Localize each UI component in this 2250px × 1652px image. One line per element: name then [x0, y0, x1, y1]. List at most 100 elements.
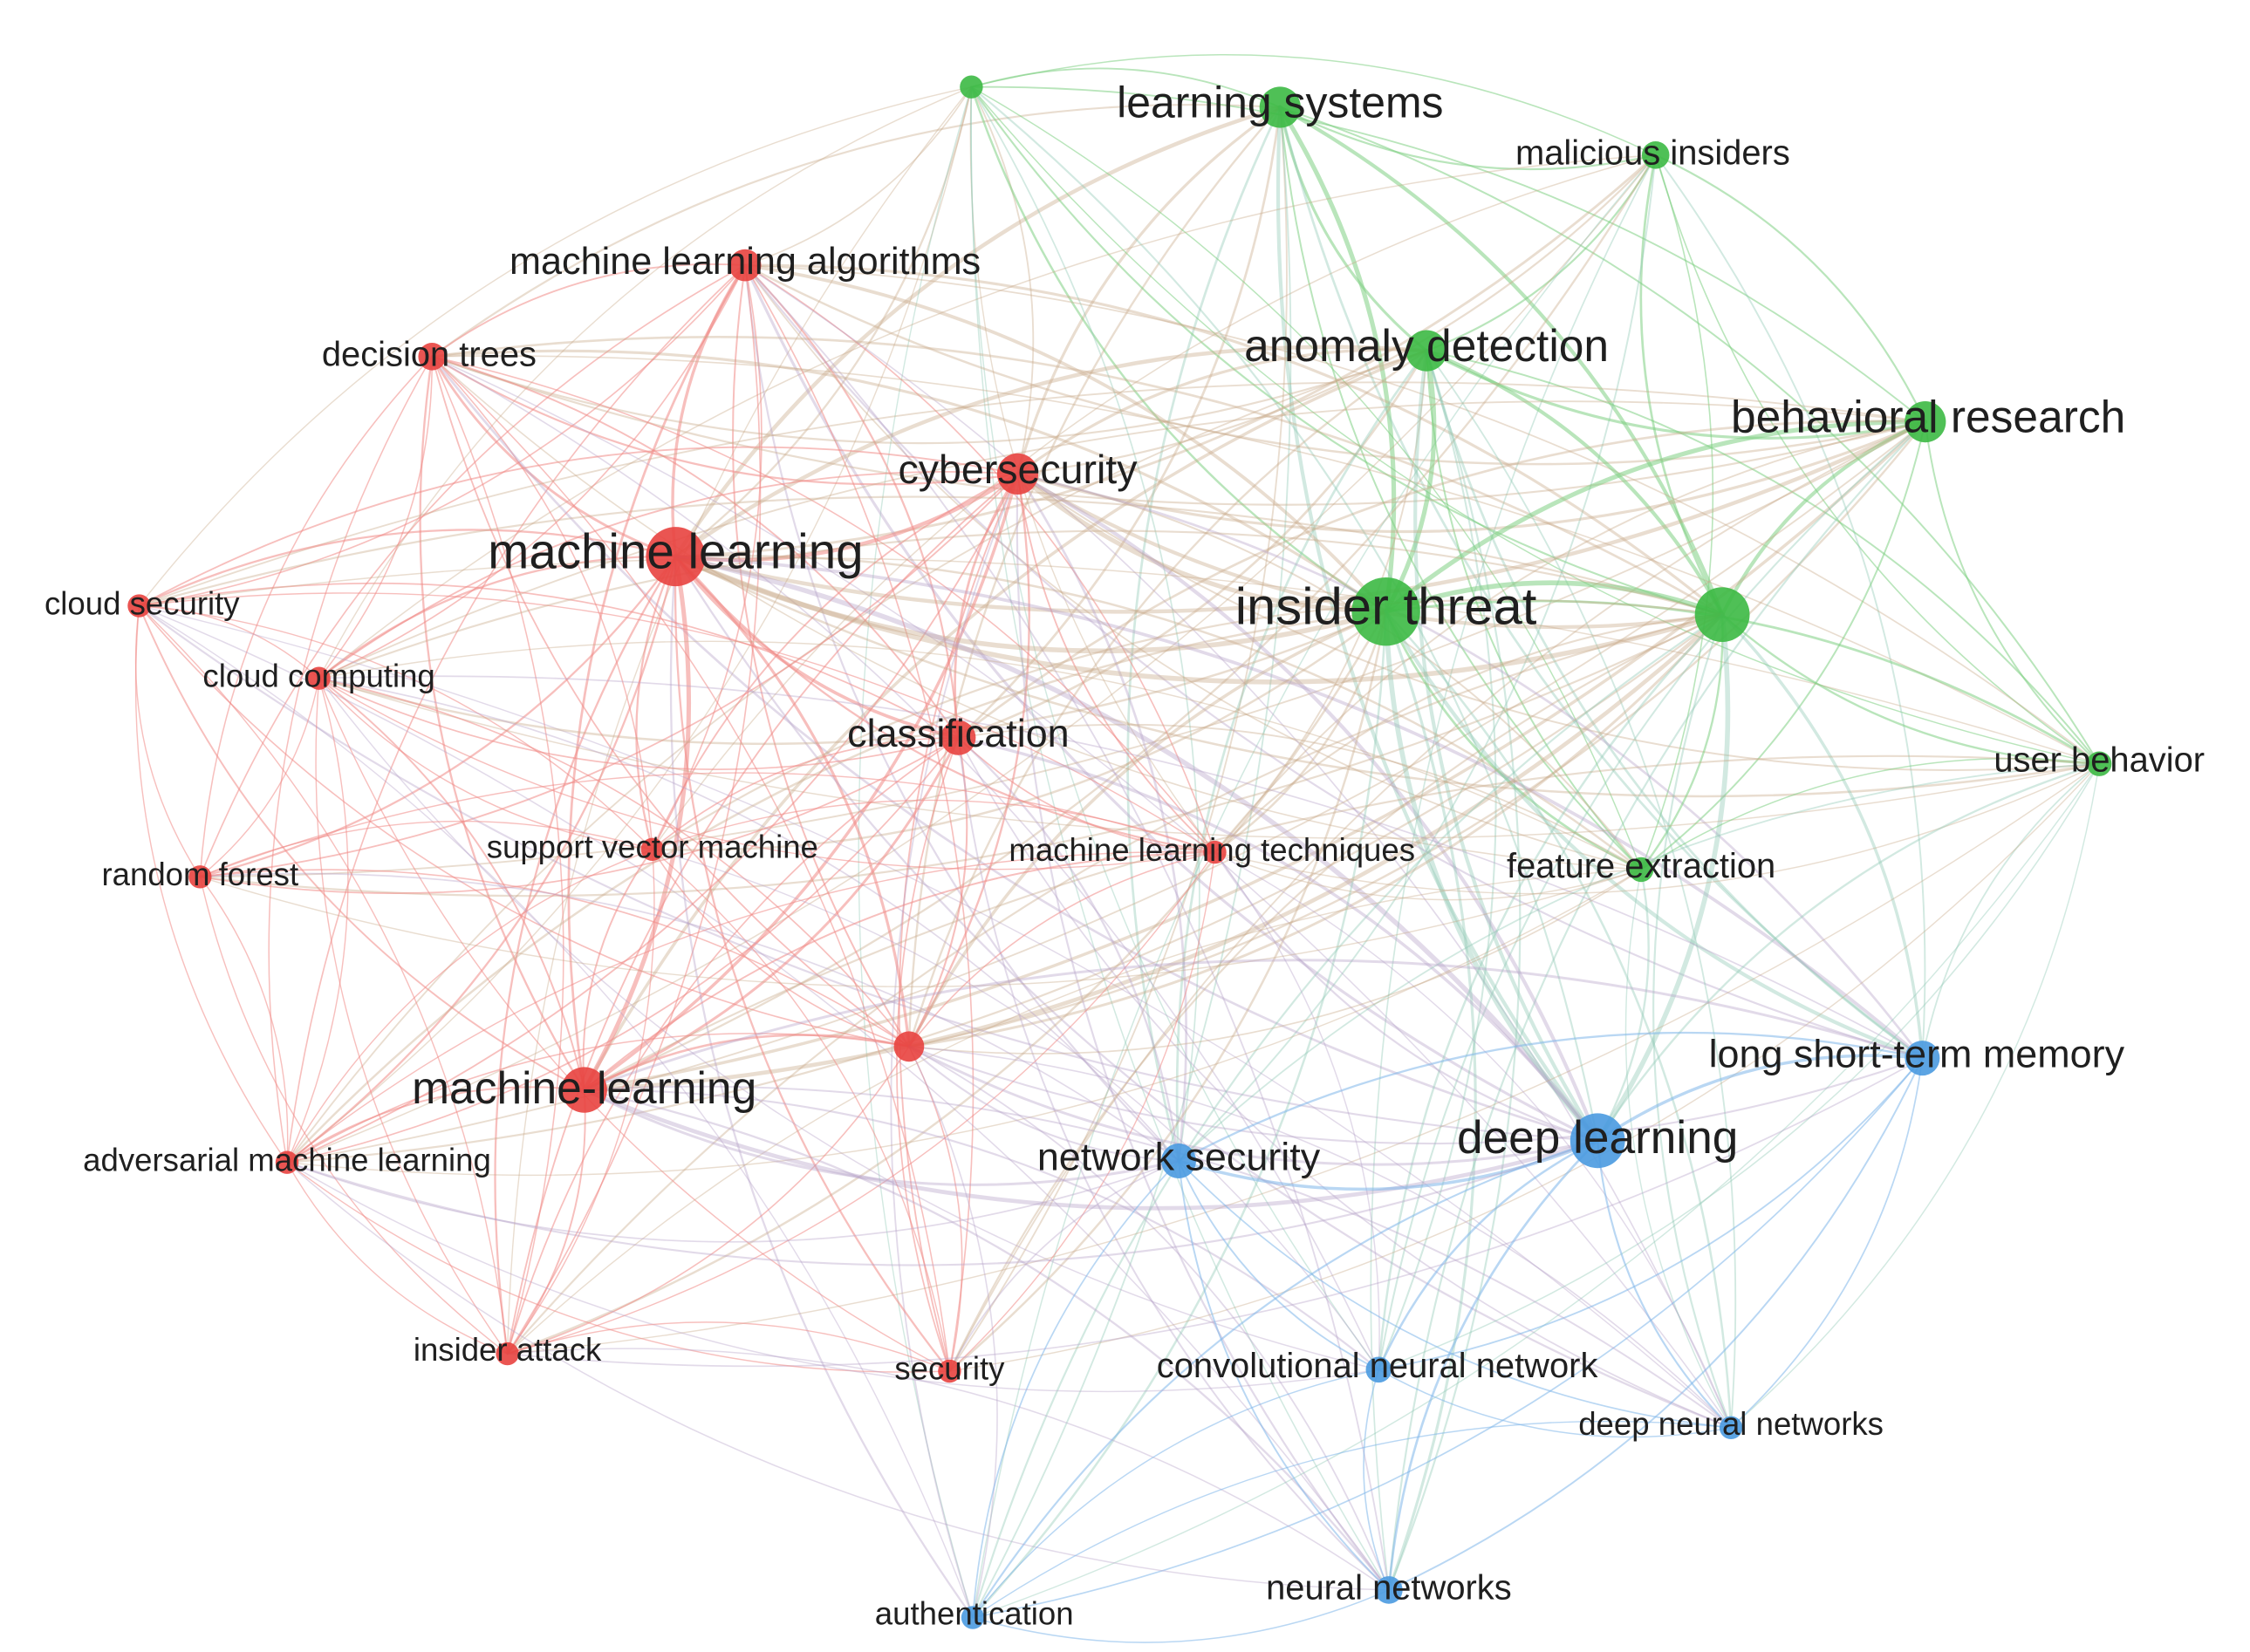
- link-n21-n22: [582, 1088, 1600, 1211]
- node-support-vector-machine[interactable]: [640, 837, 664, 861]
- link-n6-n24: [286, 420, 1926, 1164]
- link-n20-n22: [1596, 1054, 1925, 1143]
- link-n7-n29: [890, 473, 1019, 1619]
- node-feature-extraction[interactable]: [1628, 857, 1654, 883]
- link-n14-n23: [1178, 762, 2101, 1162]
- link-n12-n24: [286, 677, 349, 1164]
- link-n9-n25: [138, 604, 509, 1355]
- node-n1[interactable]: [960, 75, 983, 99]
- link-n8-n24: [285, 555, 677, 1164]
- link-n23-n30: [1178, 1160, 1390, 1591]
- link-n12-n25: [315, 677, 509, 1355]
- link-n16-n22: [1214, 851, 1599, 1142]
- link-n21-n23: [583, 1089, 1180, 1186]
- link-n3-n24: [286, 264, 746, 1164]
- node-machine-learning-techniques[interactable]: [1203, 840, 1227, 864]
- link-n6-n26: [948, 420, 1926, 1372]
- node-deep-neural-networks[interactable]: [1719, 1416, 1743, 1440]
- node-authentication[interactable]: [961, 1606, 985, 1629]
- link-n22-n30: [1387, 1139, 1599, 1592]
- link-n6-n13: [957, 420, 1927, 740]
- link-n4-n27: [431, 355, 1380, 1371]
- link-n3-n25: [506, 264, 762, 1355]
- node-random-forest[interactable]: [188, 865, 212, 889]
- edge-layer: [134, 54, 2101, 1643]
- link-n4-n11: [430, 336, 1724, 616]
- link-n0-n2: [1279, 106, 1657, 171]
- node-convolutional-neural-network[interactable]: [1365, 1356, 1392, 1383]
- link-n1-n27: [970, 85, 1380, 1371]
- node-cloud-computing[interactable]: [307, 666, 331, 690]
- link-n20-n25: [506, 1057, 1924, 1368]
- node-neural-networks[interactable]: [1375, 1576, 1403, 1604]
- node-user-behavior[interactable]: [2087, 751, 2112, 776]
- node-decision-trees[interactable]: [418, 343, 447, 371]
- link-n8-n21: [582, 554, 692, 1093]
- node-classification[interactable]: [940, 720, 976, 755]
- label-machine-learning: machine-learning: [412, 1062, 756, 1113]
- node-layer: [127, 75, 2112, 1629]
- node-machine-learning[interactable]: [561, 1067, 607, 1113]
- label-neural-networks: neural networks: [1266, 1568, 1512, 1607]
- link-n6-n14: [1924, 420, 2101, 765]
- link-n8-n28: [674, 555, 1733, 1429]
- node-cloud-security[interactable]: [127, 594, 151, 618]
- link-n12-n19: [318, 677, 910, 1048]
- node-learning-systems[interactable]: [1259, 86, 1301, 128]
- label-feature-extraction: feature extraction: [1507, 847, 1775, 885]
- link-n15-n27: [652, 849, 1380, 1371]
- link-n6-n30: [1387, 420, 1926, 1591]
- link-n9-n15: [138, 604, 653, 850]
- link-n2-n20: [1654, 154, 1926, 1060]
- node-machine-learning-algorithms[interactable]: [728, 249, 762, 282]
- link-n19-n22: [907, 1045, 1599, 1166]
- link-n12-n23: [318, 677, 1180, 1162]
- link-n19-n30: [908, 1045, 1390, 1591]
- node-cybersecurity[interactable]: [996, 453, 1039, 495]
- link-n6-n8: [674, 420, 1928, 614]
- node-security[interactable]: [938, 1359, 961, 1383]
- link-n14-n29: [972, 762, 2100, 1619]
- link-n0-n13: [957, 106, 1282, 740]
- link-n10-n16: [1214, 610, 1387, 854]
- link-n13-n28: [957, 736, 1732, 1429]
- link-n7-n23: [1016, 473, 1187, 1163]
- label-user-behavior: user behavior: [1994, 741, 2205, 780]
- link-n19-n29: [908, 1046, 998, 1619]
- link-n5-n7: [1016, 348, 1428, 475]
- node-insider-threat[interactable]: [1351, 577, 1420, 646]
- link-n20-n28: [1730, 1057, 1924, 1429]
- link-n4-n24: [268, 356, 433, 1164]
- link-n1-n2: [970, 54, 1657, 156]
- link-n14-n17: [1640, 757, 2100, 870]
- node-long-short-term-memory[interactable]: [1905, 1041, 1940, 1076]
- link-n8-n12: [318, 555, 677, 679]
- node-n19[interactable]: [893, 1031, 925, 1062]
- label-network-security: network security: [1037, 1134, 1321, 1178]
- link-n12-n17: [318, 640, 1642, 870]
- node-malicious-insiders[interactable]: [1641, 141, 1670, 169]
- link-n7-n16: [1016, 473, 1216, 854]
- link-n24-n30: [286, 1161, 1390, 1591]
- link-n27-n28: [1378, 1369, 1732, 1438]
- node-machine-learning[interactable]: [646, 527, 706, 587]
- label-authentication: authentication: [875, 1595, 1074, 1631]
- link-n23-n28: [1178, 1160, 1732, 1429]
- node-insider-attack[interactable]: [496, 1341, 519, 1366]
- link-n9-n30: [138, 604, 1390, 1591]
- link-n3-n14: [744, 264, 2101, 765]
- link-n23-n29: [972, 1160, 1180, 1619]
- link-n0-n17: [1279, 106, 1643, 870]
- node-behavioral-research[interactable]: [1905, 401, 1946, 443]
- node-n11[interactable]: [1694, 587, 1750, 642]
- node-adversarial-machine-learning[interactable]: [275, 1150, 299, 1174]
- link-n0-n7: [1016, 106, 1282, 475]
- link-n1-n14: [970, 85, 2100, 765]
- link-n9-n21: [138, 604, 585, 1091]
- link-n16-n26: [948, 851, 1216, 1372]
- link-n24-n25: [286, 1161, 509, 1355]
- node-deep-learning[interactable]: [1570, 1113, 1625, 1169]
- node-network-security[interactable]: [1161, 1143, 1196, 1178]
- link-n4-n13: [431, 355, 960, 739]
- node-anomaly-detection[interactable]: [1405, 330, 1447, 372]
